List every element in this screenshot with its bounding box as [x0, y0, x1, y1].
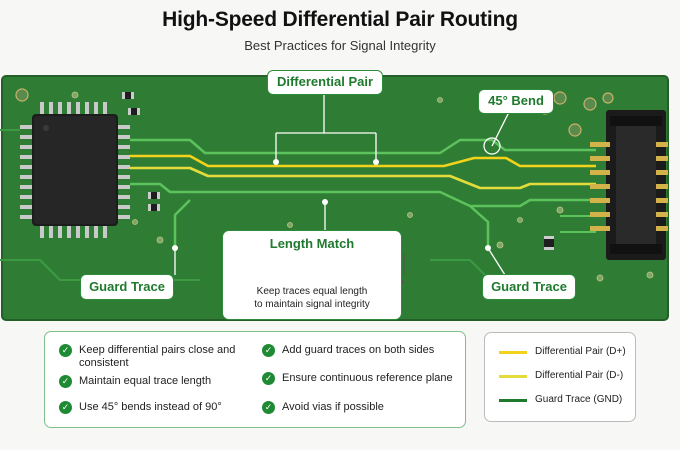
tip-item: Ensure continuous reference plane: [282, 372, 453, 384]
differential-pair-d-plus: [130, 154, 596, 168]
differential-pair-callout: Differential Pair: [267, 70, 383, 95]
bend-callout: 45° Bend: [478, 89, 554, 114]
legend-swatch-guard: [499, 399, 527, 402]
callout-dots: [172, 159, 491, 251]
differential-pair-d-minus: [130, 166, 596, 190]
legend-label: Guard Trace (GND): [535, 394, 623, 405]
check-circle-icon: ✓: [59, 401, 72, 414]
tip-item: Keep differential pairs close and consis…: [79, 344, 236, 369]
tip-item: Add guard traces on both sides: [282, 344, 435, 356]
check-circle-icon: ✓: [262, 344, 275, 357]
check-circle-icon: ✓: [262, 401, 275, 414]
guard-trace-callout-right: Guard Trace: [482, 274, 576, 300]
legend-panel: Differential Pair (D+) Differential Pair…: [484, 332, 636, 422]
check-circle-icon: ✓: [59, 344, 72, 357]
legend-swatch-d-plus: [499, 351, 527, 354]
legend-label: Differential Pair (D-): [535, 370, 624, 381]
tip-item: Use 45° bends instead of 90°: [79, 401, 222, 413]
check-circle-icon: ✓: [262, 372, 275, 385]
passive-components: [122, 92, 554, 250]
page-subtitle: Best Practices for Signal Integrity: [244, 38, 436, 53]
qfp-chip-icon: [20, 102, 130, 238]
pcb-board: [2, 76, 668, 320]
tip-item: Maintain equal trace length: [79, 375, 212, 387]
length-match-callout: Length Match Keep traces equal length to…: [222, 230, 402, 320]
tip-item: Avoid vias if possible: [282, 401, 384, 413]
length-match-title: Length Match: [269, 236, 355, 251]
bend-highlight: [483, 137, 501, 155]
page-title: High-Speed Differential Pair Routing: [162, 8, 518, 31]
guard-trace-callout-left: Guard Trace: [80, 274, 174, 300]
legend-swatch-d-minus: [499, 375, 527, 378]
length-match-description: Keep traces equal length to maintain sig…: [254, 286, 370, 310]
legend-label: Differential Pair (D+): [535, 346, 626, 357]
guard-trace-top: [130, 138, 596, 155]
guard-trace-bottom: [130, 182, 596, 248]
tips-panel: ✓ Keep differential pairs close and cons…: [44, 331, 466, 428]
connector-icon: [590, 110, 668, 260]
check-circle-icon: ✓: [59, 375, 72, 388]
